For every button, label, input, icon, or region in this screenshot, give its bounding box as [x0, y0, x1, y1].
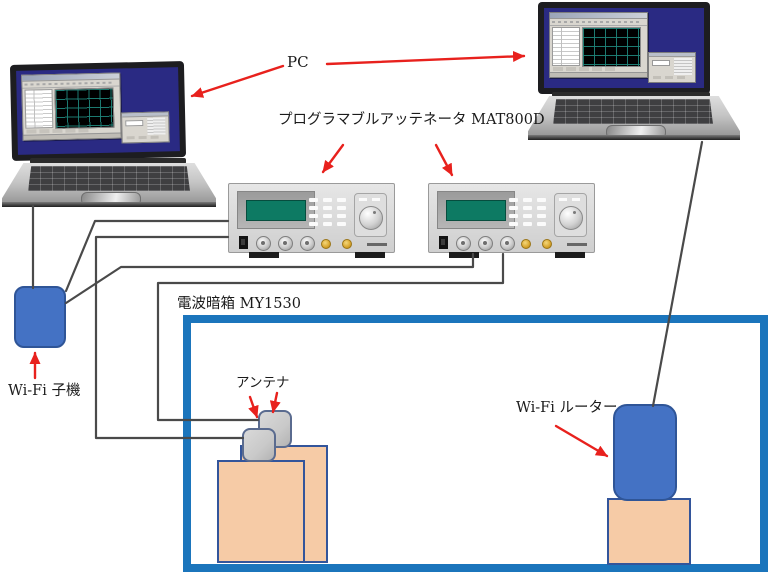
laptop-left-screen: [9, 61, 187, 161]
app-buttons: [553, 67, 563, 71]
app-data-table: [552, 27, 580, 66]
laptop-right-screen: [538, 2, 710, 94]
settings-dialog: [121, 111, 170, 144]
router-pedestal: [607, 498, 691, 565]
bnc-connector: [256, 236, 271, 251]
dialog-buttons: [126, 136, 135, 140]
device-foot: [449, 252, 479, 258]
bnc-connector: [500, 236, 515, 251]
settings-dialog: [648, 52, 696, 83]
attenuator-knob-panel: [354, 193, 387, 237]
sma-connector: [521, 239, 531, 249]
label-shield-box: 電波暗箱 MY1530: [177, 296, 301, 312]
laptop-left-base: [2, 163, 216, 207]
app-chart: [54, 87, 115, 129]
sma-connector: [321, 239, 331, 249]
attenuator-2: [428, 183, 595, 258]
device-foot: [555, 252, 585, 258]
attenuator-display-bezel: [437, 191, 515, 229]
laptop-right-keyboard: [553, 99, 713, 124]
dialog-field: [125, 119, 144, 127]
bnc-connector: [300, 236, 315, 251]
attenuator-panel-button: [359, 198, 367, 201]
attenuator-knob-panel: [554, 193, 587, 237]
device-foot: [355, 252, 385, 258]
arrow-label-to-attenuator1: [321, 143, 345, 174]
app-data-table: [24, 89, 54, 129]
antenna-front: [242, 428, 276, 462]
label-attenuator: プログラマブルアッテネータ MAT800D: [278, 112, 545, 128]
brand-label: [567, 243, 587, 246]
laptop-right-trackpad: [606, 125, 666, 139]
bnc-connector: [478, 236, 493, 251]
label-wifi-router: Wi-Fi ルーター: [516, 400, 618, 416]
power-switch: [439, 236, 448, 249]
laptop-left-desktop: [16, 67, 180, 155]
device-foot: [249, 252, 279, 258]
attenuator-lcd: [246, 200, 306, 221]
app-titlebar: [550, 13, 647, 19]
attenuator-panel-button: [559, 198, 567, 201]
sma-connector: [342, 239, 352, 249]
laptop-left-hinge: [30, 158, 186, 164]
wire-client-to-attenuator1: [64, 219, 230, 293]
arrow-pc-to-right-laptop: [325, 50, 526, 66]
laptop-right-hinge: [552, 92, 710, 97]
attenuator-panel-button: [572, 198, 580, 201]
laptop-left-keyboard: [28, 166, 190, 191]
app-chart: [582, 27, 641, 67]
laptop-left-trackpad: [81, 192, 141, 206]
dialog-list: [674, 58, 692, 75]
attenuator-display-bezel: [237, 191, 315, 229]
laptop-right-base: [528, 96, 740, 140]
attenuator-rotary-knob: [359, 206, 383, 230]
dialog-field: [652, 60, 670, 66]
attenuator-panel-button: [372, 198, 380, 201]
app-statusbar: [550, 72, 647, 77]
wifi-router-device: [613, 404, 677, 501]
label-wifi-client: Wi-Fi 子機: [8, 383, 81, 399]
app-toolbar: [550, 19, 647, 26]
app-statusbar: [23, 132, 121, 140]
sma-connector: [542, 239, 552, 249]
arrow-pc-to-left-laptop: [190, 64, 285, 98]
attenuator-rotary-knob: [559, 206, 583, 230]
label-antenna: アンテナ: [236, 375, 290, 391]
wifi-client-device: [14, 286, 66, 348]
label-pc: PC: [287, 53, 309, 71]
measurement-app-window: [21, 72, 122, 141]
bnc-connector: [456, 236, 471, 251]
dialog-titlebar: [649, 53, 695, 57]
measurement-app-window: [549, 12, 648, 78]
app-buttons: [26, 129, 37, 134]
power-switch: [239, 236, 248, 249]
laptop-right-desktop: [544, 8, 704, 88]
attenuator-keypad: [509, 198, 518, 202]
arrow-label-to-attenuator2: [434, 143, 454, 177]
dialog-list: [147, 117, 166, 135]
brand-label: [367, 243, 387, 246]
attenuator-1: [228, 183, 395, 258]
attenuator-keypad: [309, 198, 318, 202]
attenuator-lcd: [446, 200, 506, 221]
dialog-buttons: [653, 76, 661, 79]
bnc-connector: [278, 236, 293, 251]
antenna-pedestal-front: [217, 460, 305, 563]
